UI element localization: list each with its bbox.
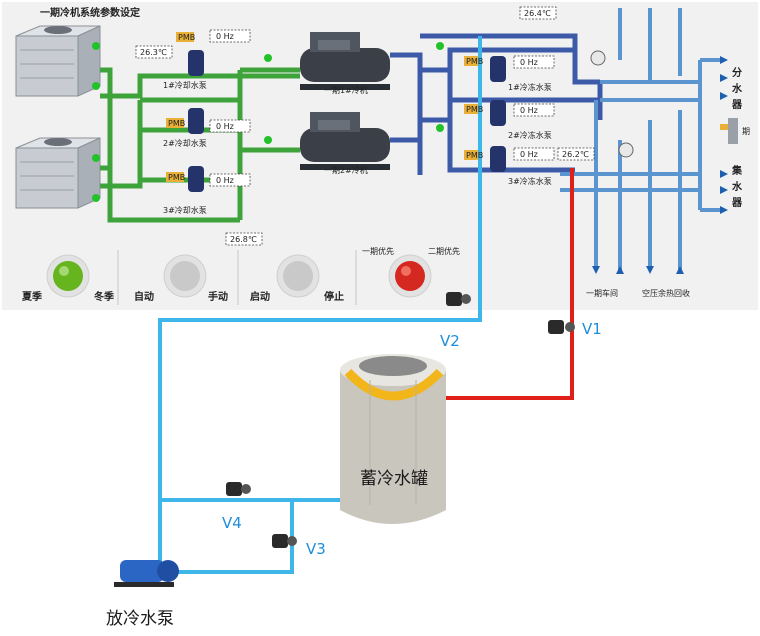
mode-right-label: 手动 <box>208 290 228 303</box>
cooling-pump-3-freq: 0 Hz <box>216 176 234 185</box>
chilled-pump-2-tag: PMB <box>466 105 483 114</box>
chiller-1-label: 一期1#冷机 <box>324 85 368 95</box>
cooling-tower-2 <box>16 138 100 208</box>
start-label: 启动 <box>250 290 270 303</box>
chilled-pump-3-tag: PMB <box>466 151 483 160</box>
storage-tank <box>340 354 446 524</box>
season-left-label: 夏季 <box>21 290 43 303</box>
panel-title: 一期冷机系统参数设定 <box>40 6 140 19</box>
chiller-2-label: 一期2#冷机 <box>324 165 368 175</box>
chilled-pump-3-label: 3#冷冻水泵 <box>508 176 552 186</box>
chilled-pump-1-freq: 0 Hz <box>520 58 538 67</box>
priority-switch[interactable] <box>389 255 431 297</box>
cooling-temp-top: 26.3℃ <box>140 48 167 57</box>
chilled-pump-3-freq: 0 Hz <box>520 150 538 159</box>
cooling-pump-1-label: 1#冷却水泵 <box>163 80 207 90</box>
season-switch[interactable] <box>47 255 89 297</box>
valve-v3-label: V3 <box>306 540 326 558</box>
valve-v4-label: V4 <box>222 514 242 532</box>
header-side-mark: 期 <box>742 127 750 136</box>
valve-v2-label: V2 <box>440 332 460 350</box>
distributor-char-3: 器 <box>731 99 743 111</box>
water-header-vessels <box>591 51 738 157</box>
chilled-pump-1-label: 1#冷冻水泵 <box>508 82 552 92</box>
mode-switch[interactable] <box>164 255 206 297</box>
collector-char-3: 器 <box>731 197 743 209</box>
cooling-pump-1-tag: PMB <box>178 33 195 42</box>
chiller-2 <box>300 112 390 170</box>
chilled-pump-2-label: 2#冷冻水泵 <box>508 130 552 140</box>
season-right-label: 冬季 <box>94 290 115 303</box>
storage-tank-label: 蓄冷水罐 <box>360 469 428 489</box>
chilled-temp-right: 26.2℃ <box>562 150 589 159</box>
discharge-pump-label: 放冷水泵 <box>106 609 174 629</box>
priority-right-label: 二期优先 <box>428 246 460 256</box>
cooling-pump-3-tag: PMB <box>168 173 185 182</box>
mode-left-label: 自动 <box>134 290 154 303</box>
collector-char-1: 集 <box>731 164 743 177</box>
cooling-tower-1 <box>16 26 100 96</box>
valve-v2[interactable] <box>446 292 471 306</box>
valve-v1-label: V1 <box>582 320 602 338</box>
collector-char-2: 水 <box>731 180 743 193</box>
header-pipes <box>560 8 720 270</box>
valve-v4[interactable] <box>226 482 251 496</box>
cooling-pump-3-label: 3#冷却水泵 <box>163 205 207 215</box>
chiller-1 <box>300 32 390 90</box>
cooling-temp-bottom: 26.8℃ <box>230 235 257 244</box>
cooling-pump-2-freq: 0 Hz <box>216 122 234 131</box>
distributor-char-1: 分 <box>732 66 742 79</box>
chilled-temp-top: 26.4℃ <box>524 9 551 18</box>
start-stop-switch[interactable] <box>277 255 319 297</box>
cooling-pump-2-label: 2#冷却水泵 <box>163 138 207 148</box>
discharge-pump <box>114 560 179 587</box>
chilled-pump-1-tag: PMB <box>466 57 483 66</box>
priority-left-label: 一期优先 <box>362 246 394 256</box>
distributor-char-2: 水 <box>731 82 743 95</box>
cooling-pump-2-tag: PMB <box>168 119 185 128</box>
valve-v1[interactable] <box>548 320 575 334</box>
outlet-workshop-label: 一期车间 <box>586 288 618 298</box>
header-arrows <box>592 56 728 274</box>
cooling-pump-1-freq: 0 Hz <box>216 32 234 41</box>
outlet-heat-recovery-label: 空压余热回收 <box>642 288 690 298</box>
chilled-pump-2-freq: 0 Hz <box>520 106 538 115</box>
stop-label: 停止 <box>324 290 344 303</box>
